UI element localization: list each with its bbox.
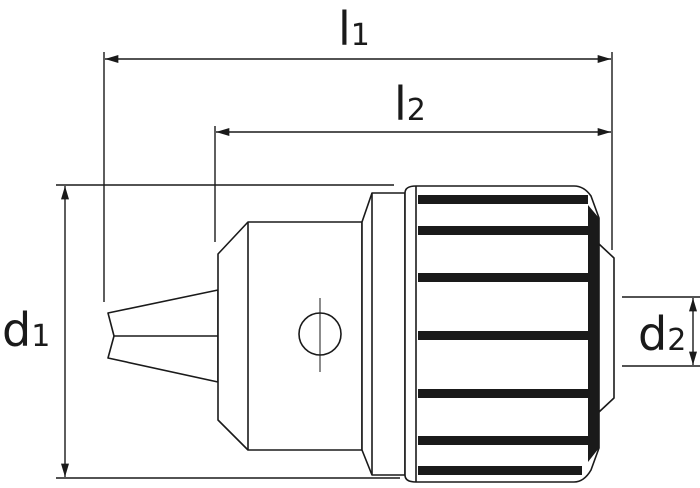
label-l1: l1 bbox=[338, 2, 370, 56]
knurl-groove bbox=[418, 226, 588, 235]
knurl-groove bbox=[418, 389, 588, 398]
dimension-d2 bbox=[622, 296, 700, 367]
label-l2: l2 bbox=[394, 77, 426, 131]
knurl-groove bbox=[418, 466, 582, 475]
label-d2: d2 bbox=[638, 307, 686, 361]
dimension-d1 bbox=[56, 184, 400, 479]
knurl-groove bbox=[418, 331, 588, 340]
dimension-l2 bbox=[214, 126, 612, 242]
knurl-groove bbox=[418, 273, 588, 282]
dimension-l1 bbox=[103, 52, 613, 302]
chuck-step bbox=[361, 192, 406, 476]
chuck-rear-cap bbox=[598, 243, 615, 413]
knurl-groove bbox=[418, 195, 588, 204]
sleeve-shadow bbox=[588, 205, 599, 462]
knurling-grooves bbox=[418, 195, 599, 475]
label-d1: d1 bbox=[2, 303, 50, 357]
knurl-groove bbox=[418, 436, 588, 445]
